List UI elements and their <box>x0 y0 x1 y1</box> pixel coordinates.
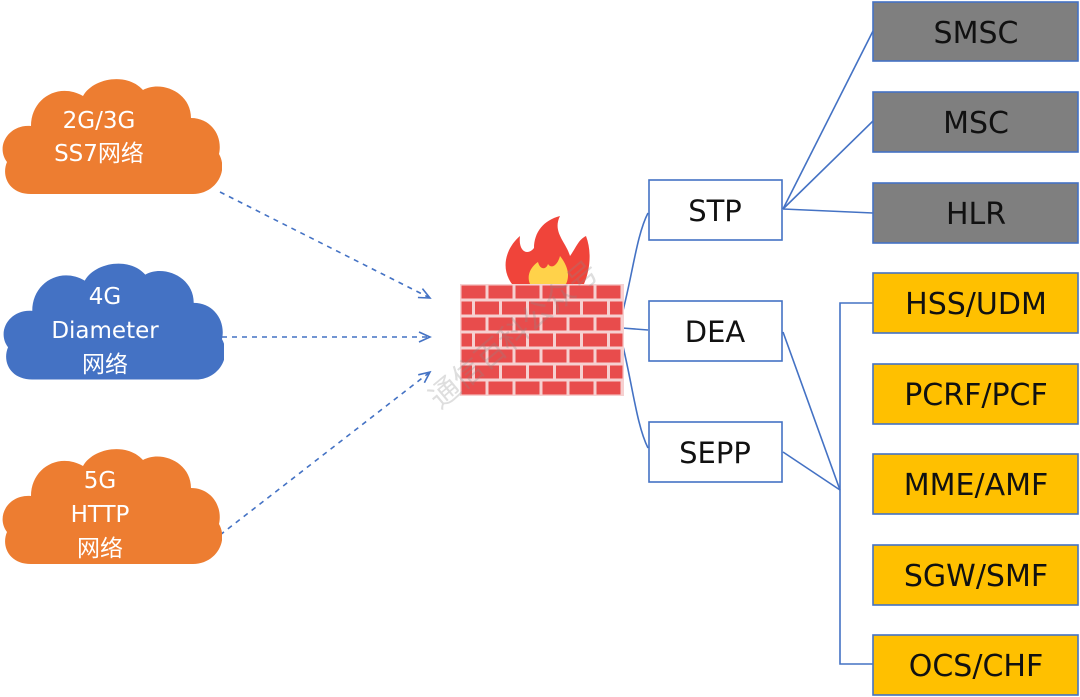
brick <box>529 301 553 315</box>
brick <box>461 333 472 347</box>
brick <box>610 333 623 347</box>
brick <box>569 317 594 331</box>
brick <box>542 349 567 363</box>
cloud-http-network: 5G HTTP 网络 <box>2 449 222 564</box>
element-pcrf-pcf-label: PCRF/PCF <box>904 378 1048 413</box>
brick <box>475 301 499 315</box>
gateway-stp-label: STP <box>688 194 742 228</box>
brick <box>556 301 580 315</box>
cloud-http-line-2: HTTP <box>71 502 130 528</box>
line-firewall-to-dea <box>621 327 649 331</box>
brick <box>488 285 513 299</box>
brick <box>461 301 472 315</box>
brick <box>569 349 594 363</box>
element-pcrf-pcf: PCRF/PCF <box>872 363 1079 425</box>
flame-inner-icon <box>528 256 568 284</box>
brick <box>502 365 526 379</box>
brick <box>475 365 499 379</box>
gateway-dea-label: DEA <box>685 315 746 349</box>
brick <box>556 365 580 379</box>
gateway-sepp: SEPP <box>648 421 783 483</box>
arrow-ss7-to-firewall <box>219 191 432 299</box>
firewall-icon <box>460 216 624 396</box>
brick <box>475 333 499 347</box>
brick <box>583 333 607 347</box>
cloud-diameter-line-1: 4G <box>89 284 121 310</box>
line-dea-to-bus <box>782 331 841 491</box>
brick <box>461 365 472 379</box>
cloud-diameter-line-3: 网络 <box>82 352 128 378</box>
cloud-ss7-line-1: 2G/3G <box>63 108 136 134</box>
element-ocs-chf: OCS/CHF <box>872 634 1079 696</box>
brick <box>488 381 513 395</box>
cloud-ss7-network: 2G/3G SS7网络 <box>2 79 222 194</box>
brick <box>596 349 621 363</box>
element-sgw-smf-label: SGW/SMF <box>904 559 1048 594</box>
element-msc: MSC <box>872 91 1079 153</box>
brick <box>461 317 486 331</box>
element-hlr-label: HLR <box>946 197 1006 232</box>
brick <box>556 333 580 347</box>
brick <box>515 285 540 299</box>
brick <box>583 301 607 315</box>
brick <box>596 381 621 395</box>
cloud-http-line-3: 网络 <box>77 536 123 562</box>
brick <box>596 285 621 299</box>
brick <box>610 365 623 379</box>
element-hss-udm: HSS/UDM <box>872 272 1079 334</box>
element-mme-amf-label: MME/AMF <box>904 468 1049 503</box>
brick <box>596 317 621 331</box>
brick <box>542 285 567 299</box>
arrow-http-to-firewall <box>219 370 432 536</box>
line-stp-to-smsc <box>782 30 874 210</box>
gateway-sepp-label: SEPP <box>679 436 751 470</box>
brick <box>488 349 513 363</box>
brick <box>542 317 567 331</box>
flame-outer-icon <box>505 216 590 284</box>
brick <box>502 333 526 347</box>
line-firewall-to-stp <box>619 212 649 323</box>
brick <box>529 365 553 379</box>
brick <box>515 317 540 331</box>
element-smsc: SMSC <box>872 1 1079 62</box>
line-firewall-to-sepp <box>619 333 649 449</box>
gateway-dea: DEA <box>648 300 783 362</box>
brick <box>488 317 513 331</box>
cloud-diameter-line-2: Diameter <box>51 318 159 344</box>
element-smsc-label: SMSC <box>934 16 1019 51</box>
element-ocs-chf-label: OCS/CHF <box>909 649 1043 684</box>
element-sgw-smf: SGW/SMF <box>872 544 1079 606</box>
brick-wall <box>460 284 624 396</box>
brick <box>461 381 486 395</box>
brick <box>461 349 486 363</box>
brick <box>569 285 594 299</box>
element-hss-udm-label: HSS/UDM <box>905 287 1047 322</box>
brick <box>461 285 486 299</box>
cloud-http-line-1: 5G <box>84 468 116 494</box>
element-hlr: HLR <box>872 182 1079 244</box>
cloud-diameter-network: 4G Diameter 网络 <box>3 263 224 380</box>
element-msc-label: MSC <box>943 106 1009 141</box>
line-stp-to-msc <box>782 120 874 210</box>
cloud-ss7-line-2: SS7网络 <box>54 141 144 167</box>
brick <box>515 349 540 363</box>
brick <box>502 301 526 315</box>
brick <box>583 365 607 379</box>
brick <box>610 301 623 315</box>
line-sepp-to-bus <box>782 451 841 491</box>
brick <box>542 381 567 395</box>
line-stp-to-hlr <box>782 208 874 214</box>
brick <box>515 381 540 395</box>
core-bus-bracket <box>839 302 873 665</box>
element-mme-amf: MME/AMF <box>872 453 1079 515</box>
gateway-stp: STP <box>648 179 783 241</box>
brick <box>529 333 553 347</box>
brick <box>569 381 594 395</box>
